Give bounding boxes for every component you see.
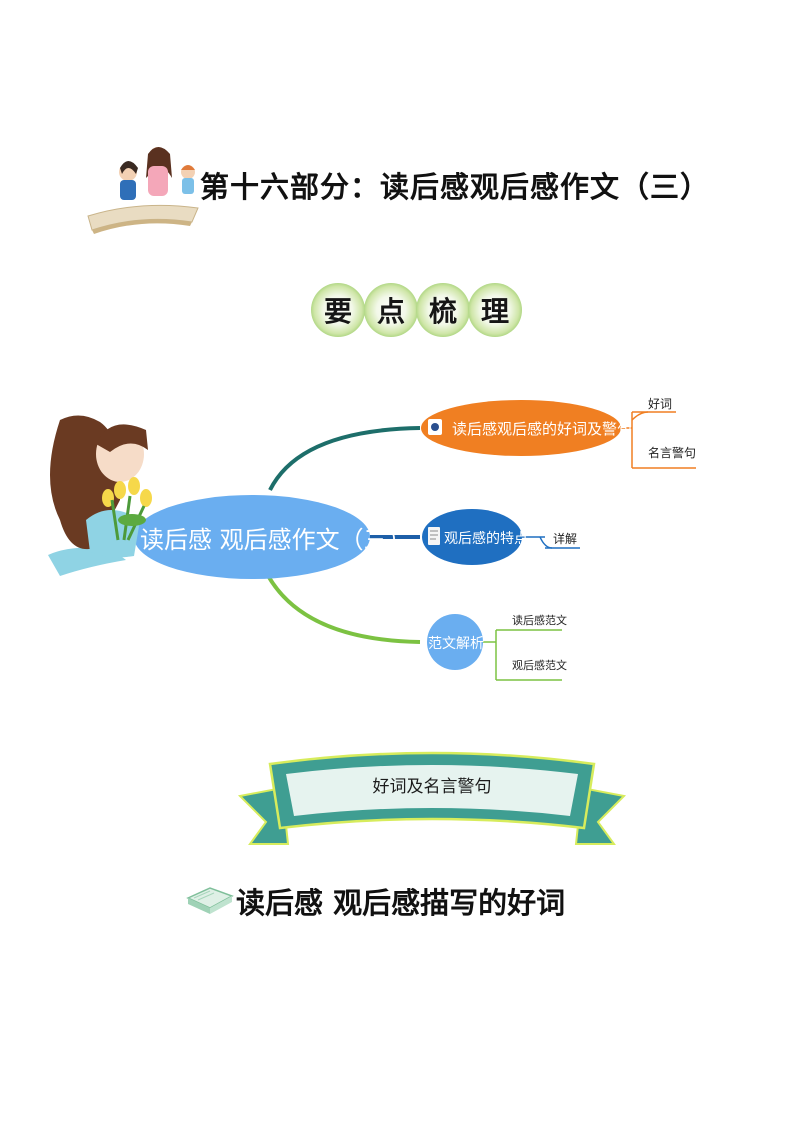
mindmap-branch-good-words: 读后感观后感的好词及警句 [452,420,633,438]
mindmap-branch-features: 观后感的特点 [444,531,528,547]
mindmap-leaf: 观后感范文 [512,659,567,672]
children-reading-illustration [87,147,199,234]
page-title: 第十六部分：读后感观后感作文（三） [200,170,711,204]
mindmap-central-node: 读后感 观后感作文（三） [140,526,412,554]
section-subheading: 读后感 观后感描写的好词 [236,886,566,920]
key-point-badge: 要 [311,283,365,337]
mindmap-leaf: 读后感范文 [512,614,567,627]
ribbon-label: 好词及名言警句 [372,777,492,797]
ribbon-banner [237,751,627,845]
mindmap-leaf: 详解 [553,532,578,546]
mind-map [48,400,696,681]
mindmap-branch-examples: 范文解析 [428,636,484,652]
mindmap-leaf: 名言警句 [648,446,697,460]
book-icon [186,887,234,914]
key-point-badge: 点 [364,283,418,337]
mindmap-leaf: 好词 [648,397,673,411]
woman-with-flowers-illustration [48,415,152,576]
key-point-badge: 理 [468,283,522,337]
key-point-badge: 梳 [416,283,470,337]
